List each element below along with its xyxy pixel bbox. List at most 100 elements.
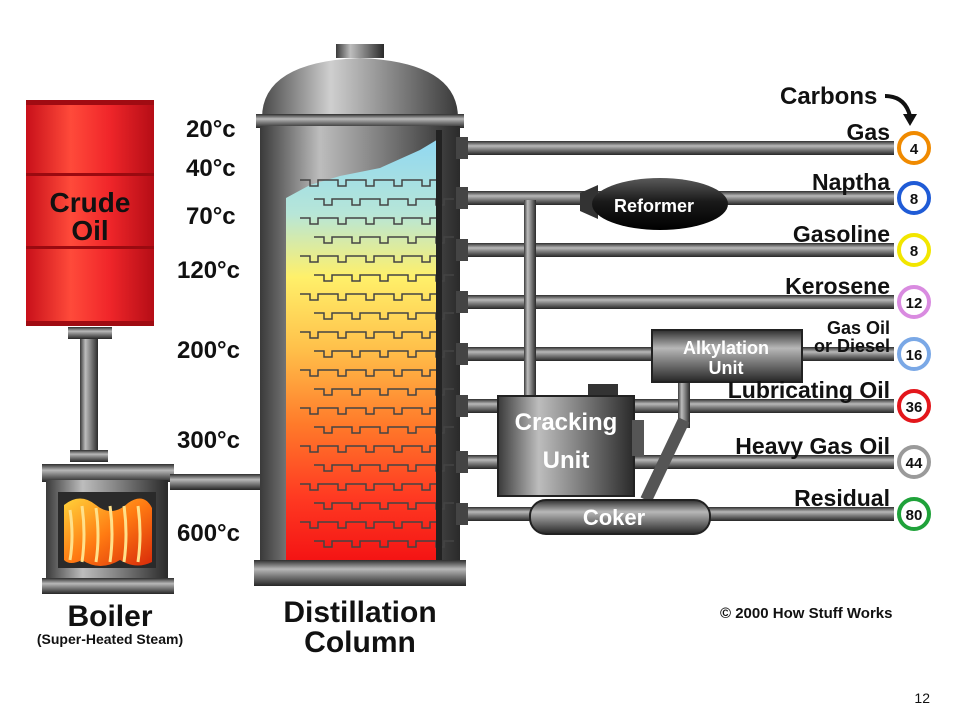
page-number: 12	[914, 690, 930, 706]
product-name: Heavy Gas Oil	[735, 433, 890, 459]
column-tray	[314, 236, 342, 244]
column-tray	[370, 464, 398, 472]
column-tray	[356, 331, 384, 339]
column-tray	[314, 274, 342, 282]
product-name: Lubricating Oil	[728, 377, 890, 403]
naptha-to-cracking-pipe	[524, 200, 536, 406]
column-tray	[300, 483, 328, 491]
carbons-label: Carbons	[780, 83, 877, 110]
product-pipe	[458, 295, 894, 309]
product-pipe	[458, 243, 894, 257]
column-tray	[412, 445, 440, 453]
pipe-flange	[456, 291, 468, 313]
column-label-line2: Column	[304, 626, 416, 659]
pipe-flange	[456, 239, 468, 261]
carbon-count: 12	[906, 295, 923, 312]
alkylation-unit: Alkylation Unit	[651, 329, 803, 383]
temperature-label: 200°c	[177, 337, 240, 364]
column-tray	[342, 540, 370, 548]
temperature-label: 40°c	[186, 155, 236, 182]
column-tray	[328, 331, 356, 339]
column-tray	[314, 426, 342, 434]
column-tray	[412, 179, 440, 187]
column-tray	[328, 407, 356, 415]
boiler-label: Boiler	[67, 600, 152, 633]
column-tray	[412, 483, 440, 491]
carbon-count-circle	[897, 181, 931, 215]
temperature-label: 300°c	[177, 427, 240, 454]
product-pipes	[456, 137, 894, 525]
product-name: Gas	[847, 119, 890, 145]
crude-oil-barrel: Crude Oil	[26, 100, 154, 326]
column-tray	[398, 426, 426, 434]
temperature-label: 70°c	[186, 203, 236, 230]
cracking-unit: Cracking Unit	[497, 384, 644, 497]
column-tray	[328, 521, 356, 529]
column-tray	[314, 312, 342, 320]
column-tray	[300, 331, 328, 339]
column-tray	[370, 350, 398, 358]
column-tray	[398, 464, 426, 472]
column-tray	[342, 388, 370, 396]
column-tray	[328, 217, 356, 225]
reformer-label: Reformer	[614, 196, 694, 216]
column-tray	[412, 407, 440, 415]
column-tray	[314, 464, 342, 472]
column-tray	[398, 388, 426, 396]
distillation-column	[254, 44, 466, 586]
carbon-count: 8	[910, 243, 918, 260]
column-tray	[300, 521, 328, 529]
column-tray	[412, 293, 440, 301]
column-tray	[356, 445, 384, 453]
product-pipe	[458, 141, 894, 155]
column-tray	[328, 293, 356, 301]
reformer-unit: Reformer	[580, 178, 728, 230]
column-tray	[412, 255, 440, 263]
column-tray	[370, 236, 398, 244]
column-label-line1: Distillation	[283, 596, 436, 629]
product-name: Kerosene	[785, 273, 890, 299]
column-interior	[286, 138, 442, 560]
pipe-flange	[456, 451, 468, 473]
product-name: Naptha	[812, 169, 890, 195]
column-tray	[398, 198, 426, 206]
column-tray	[356, 179, 384, 187]
column-tray	[412, 369, 440, 377]
column-tray	[370, 502, 398, 510]
carbon-count-circle	[897, 131, 931, 165]
pipe-flange	[456, 503, 468, 525]
coker-label: Coker	[583, 505, 646, 530]
carbon-count-circle	[897, 445, 931, 479]
cracking-label-line2: Unit	[543, 447, 590, 474]
alkylation-label-line1: Alkylation	[683, 338, 769, 358]
column-tray	[300, 217, 328, 225]
column-tray	[328, 369, 356, 377]
cracking-label-line1: Cracking	[515, 409, 618, 436]
column-tray	[342, 198, 370, 206]
column-tray	[314, 502, 342, 510]
column-tray	[370, 388, 398, 396]
column-tray	[398, 236, 426, 244]
pipe-flange	[456, 343, 468, 365]
carbon-count: 16	[906, 347, 923, 364]
boiler	[42, 464, 174, 594]
column-tray	[300, 445, 328, 453]
barrel-feed-pipe	[68, 327, 112, 462]
temperature-label: 20°c	[186, 116, 236, 143]
carbon-count-circle	[897, 233, 931, 267]
carbon-count-circle	[897, 337, 931, 371]
column-tray	[300, 293, 328, 301]
column-tray	[384, 445, 412, 453]
column-tray	[370, 540, 398, 548]
carbons-arrow-icon	[884, 94, 912, 117]
column-tray	[370, 198, 398, 206]
product-name-line1: Gas Oil	[827, 318, 890, 338]
column-tray	[328, 483, 356, 491]
temperature-label: 600°c	[177, 520, 240, 547]
column-tray	[398, 540, 426, 548]
column-tray	[356, 407, 384, 415]
column-tray	[370, 312, 398, 320]
column-tray	[342, 312, 370, 320]
